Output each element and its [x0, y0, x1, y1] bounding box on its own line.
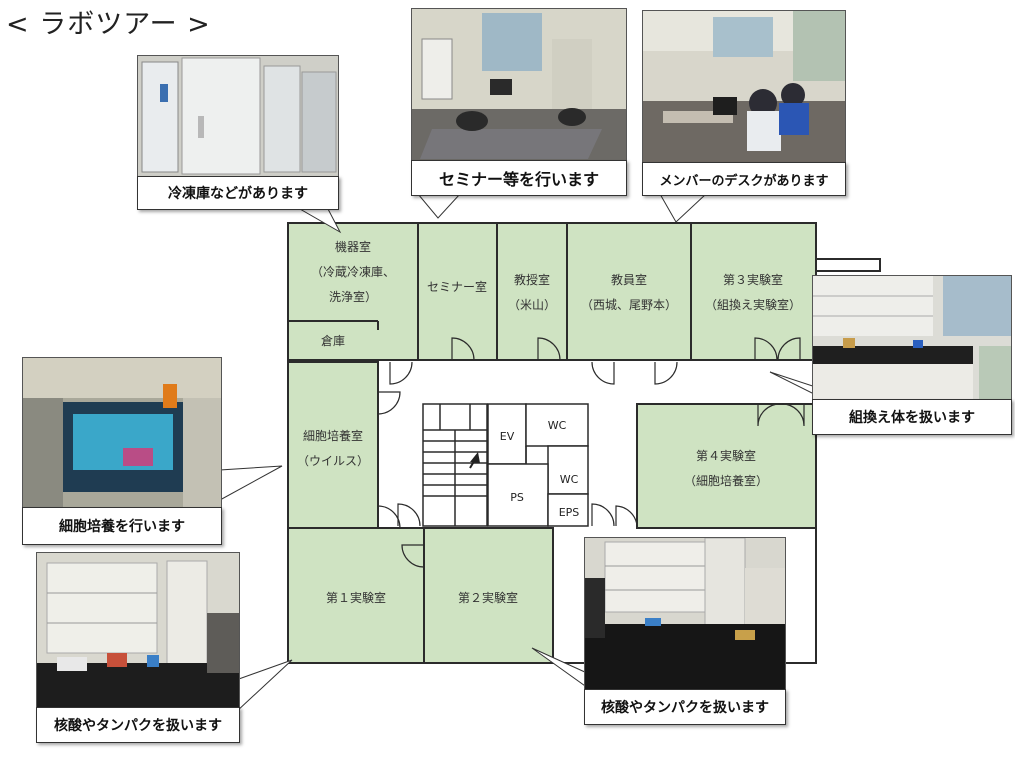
label-kikishitsu-1: 機器室 [335, 239, 371, 254]
label-saibou-1: 細胞培養室 [303, 428, 363, 443]
label-souko: 倉庫 [321, 333, 345, 348]
staircase [422, 403, 488, 527]
label-lab4-2: （細胞培養室） [684, 473, 768, 488]
room-saibou [287, 361, 379, 529]
caption-seminar: セミナー等を行います [411, 160, 627, 196]
label-lab4-1: 第４実験室 [696, 448, 756, 463]
caption-desk: メンバーのデスクがあります [642, 162, 846, 196]
photo-recombinant [812, 275, 1012, 401]
caption-nucleic-right: 核酸やタンパクを扱います [584, 689, 786, 725]
label-kyoin-1: 教員室 [611, 272, 647, 287]
photo-seminar [411, 8, 627, 162]
photo-nucleic-right [584, 537, 786, 691]
room-lab3 [690, 222, 817, 361]
label-eps: EPS [559, 506, 580, 519]
label-saibou-2: （ウイルス） [297, 454, 369, 468]
caption-cell-culture: 細胞培養を行います [22, 507, 222, 545]
label-lab3-2: （組換え実験室） [705, 297, 801, 312]
label-kyoju-2: （米山） [508, 298, 556, 312]
room-kyoin [566, 222, 692, 361]
label-kikishitsu-3: 洗浄室） [329, 289, 377, 304]
photo-nucleic-left [36, 552, 240, 709]
room-lab2 [423, 527, 554, 664]
label-lab2: 第２実験室 [458, 590, 518, 605]
page-title: < ラボツアー > [6, 9, 211, 40]
photo-cell-culture [22, 357, 222, 509]
caption-nucleic-left: 核酸やタンパクを扱います [36, 707, 240, 743]
photo-desk [642, 10, 846, 164]
label-ev: EV [500, 430, 515, 443]
caption-freezer: 冷凍庫などがあります [137, 176, 339, 210]
label-ps: PS [510, 491, 524, 504]
photo-freezer [137, 55, 339, 177]
label-seminar: セミナー室 [427, 279, 487, 294]
label-lab1: 第１実験室 [326, 590, 386, 605]
caption-recombinant: 組換え体を扱います [812, 399, 1012, 435]
label-kyoin-2: （西城、尾野本） [581, 298, 677, 312]
room-lab4 [636, 403, 817, 529]
label-lab3-1: 第３実験室 [723, 272, 783, 287]
label-wc1: WC [548, 419, 567, 432]
room-kyoju [496, 222, 568, 361]
stair-arrow-icon [470, 452, 480, 463]
label-kikishitsu-2: （冷蔵冷凍庫、 [311, 265, 395, 279]
label-kyoju-1: 教授室 [514, 272, 550, 287]
label-wc2: WC [560, 473, 579, 486]
room-lab1 [287, 527, 425, 664]
